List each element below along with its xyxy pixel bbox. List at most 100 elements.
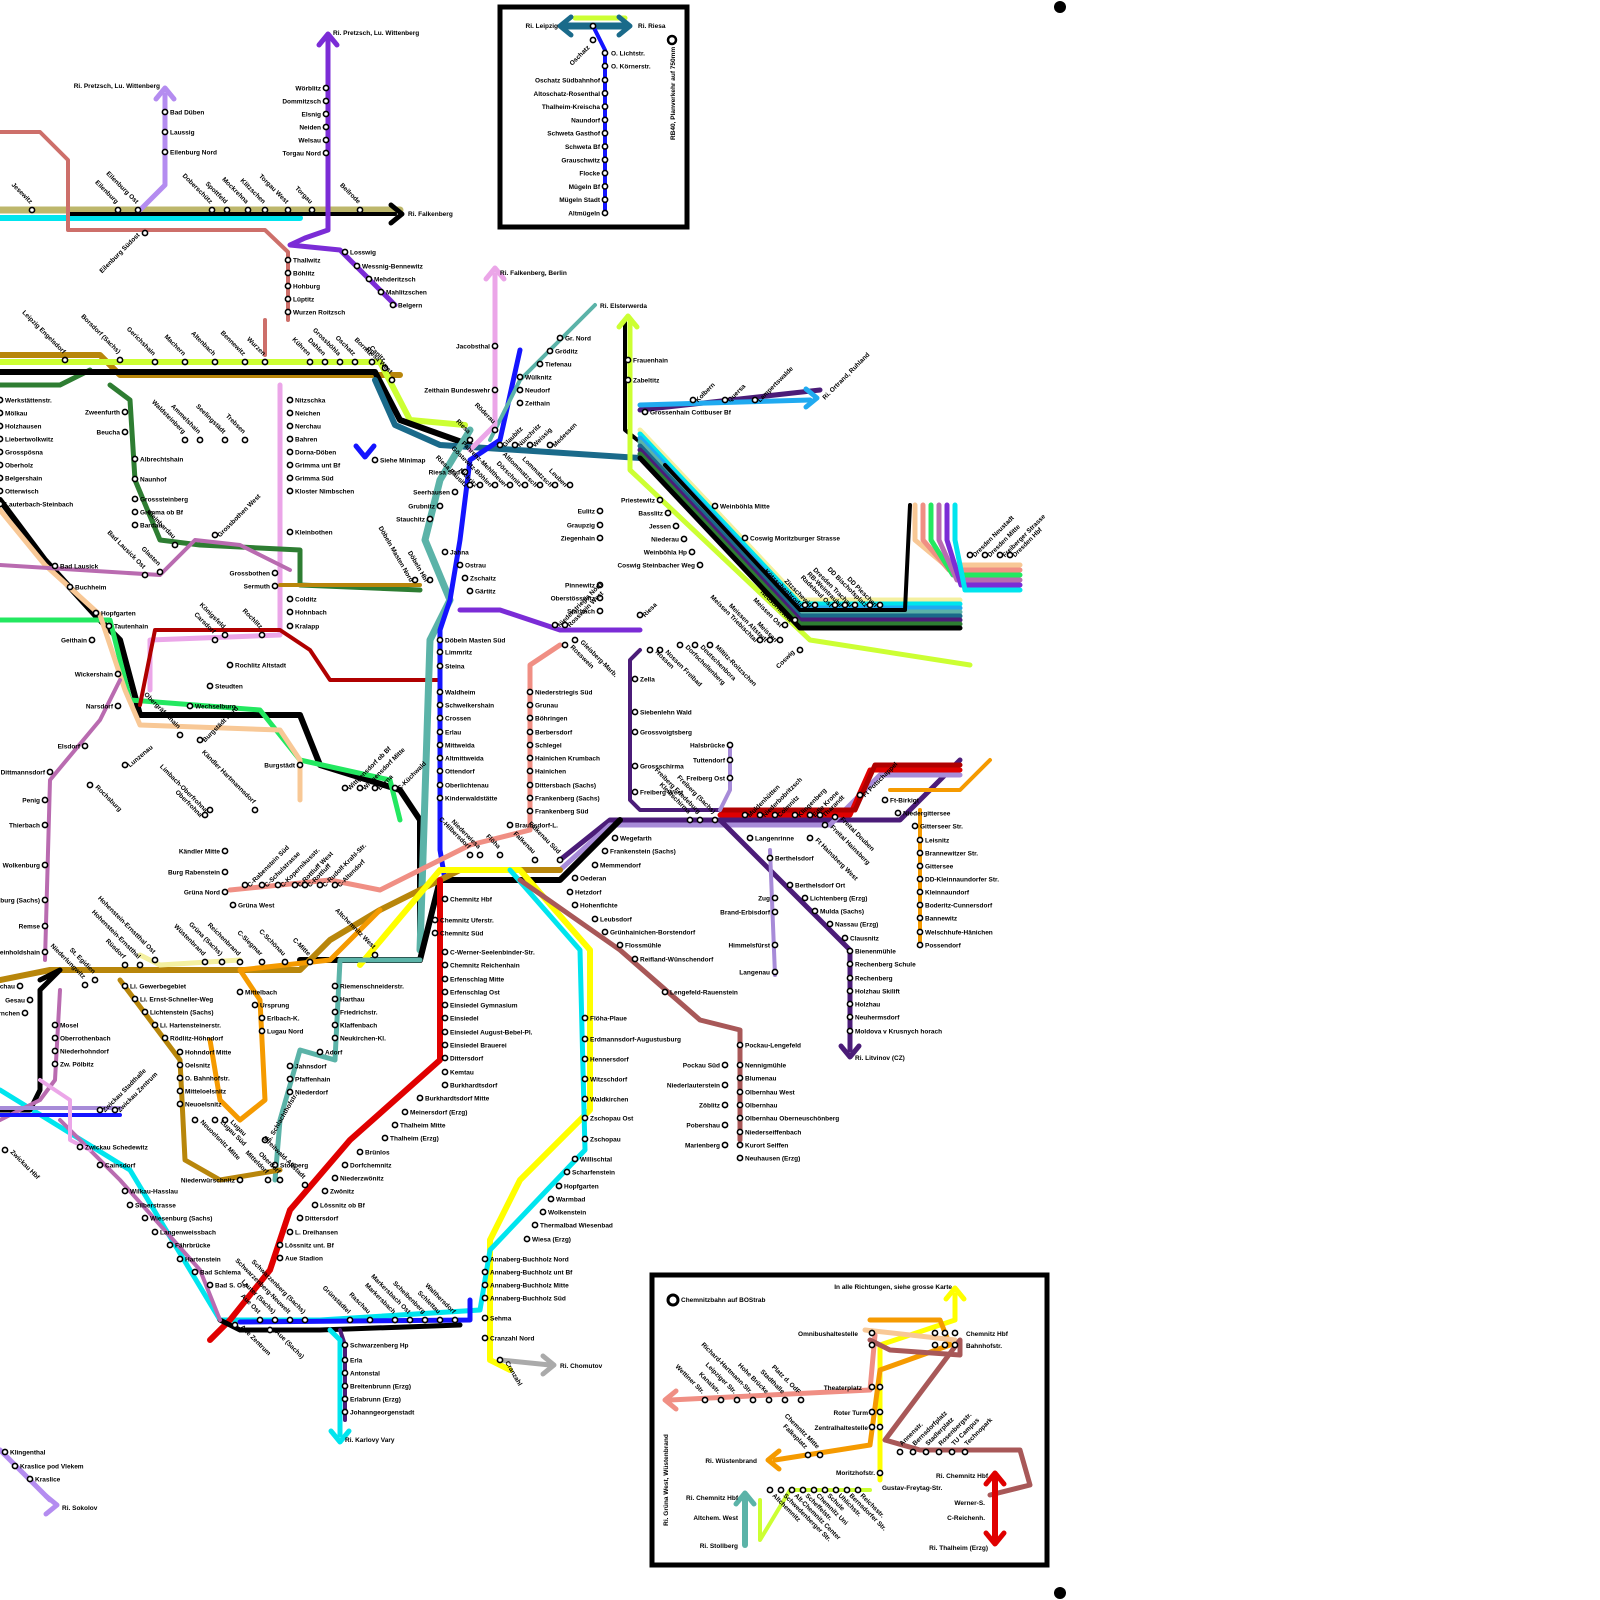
station-marker xyxy=(602,171,607,176)
line-lime-geithain xyxy=(0,620,400,820)
station-marker xyxy=(602,104,607,109)
station-marker xyxy=(697,817,702,822)
station-marker xyxy=(285,207,290,212)
station-marker xyxy=(42,949,47,954)
station-label: Aue Stadion xyxy=(285,1256,323,1263)
station-marker xyxy=(482,1335,487,1340)
station-marker xyxy=(152,957,157,962)
station-marker xyxy=(262,207,267,212)
station-marker xyxy=(337,359,342,364)
arrow-sokolov xyxy=(46,1496,57,1514)
station-label: Siehe Minimap xyxy=(380,458,426,465)
station-marker xyxy=(437,795,442,800)
station-label: Gärtitz xyxy=(475,589,496,596)
station-label: Welschhufe-Hänichen xyxy=(925,930,993,937)
station-marker xyxy=(287,475,292,480)
station-label: Kurort Seiffen xyxy=(745,1143,788,1150)
station-label: Burg Rabenstein xyxy=(168,870,220,877)
station-label: Bad Düben xyxy=(170,110,204,117)
station-marker xyxy=(252,1002,257,1007)
station-marker xyxy=(772,895,777,900)
station-label: Mitteloelsnitz xyxy=(185,1089,227,1096)
station-marker xyxy=(497,852,502,857)
station-marker xyxy=(237,989,242,994)
station-marker xyxy=(547,348,552,353)
station-label: Ostrau xyxy=(465,563,486,570)
station-marker xyxy=(122,1188,127,1193)
station-marker xyxy=(437,1317,442,1322)
station-label: Wiesenburg (Sachs) xyxy=(150,1216,212,1223)
station-label: Schwarzenberg Hp xyxy=(350,1343,409,1350)
station-marker xyxy=(697,562,702,567)
inset-chemnitz-label: Ri. Grüna West, Wüstenbrand xyxy=(663,1434,670,1526)
station-label: Ri. Falkenberg, Berlin xyxy=(500,270,567,277)
station-marker xyxy=(942,1342,947,1347)
station-label: Berbersdorf xyxy=(535,730,573,737)
station-marker xyxy=(602,91,607,96)
station-marker xyxy=(936,1449,941,1454)
station-marker xyxy=(317,1049,322,1054)
station-marker xyxy=(452,1317,457,1322)
line-lilac-eilenburg xyxy=(140,95,165,210)
station-label: Brand-Erbisdorf xyxy=(720,910,771,917)
station-marker xyxy=(432,930,437,935)
station-label: Ri. Litvinov (CZ) xyxy=(855,1055,905,1062)
station-marker xyxy=(582,1036,587,1041)
station-label: Mehderitzsch xyxy=(374,277,416,284)
station-marker xyxy=(962,1449,967,1454)
station-marker xyxy=(727,742,732,747)
station-marker xyxy=(772,942,777,947)
station-marker xyxy=(665,510,670,515)
station-label: Wolkenstein xyxy=(548,1210,586,1217)
station-marker xyxy=(482,1269,487,1274)
station-marker xyxy=(177,732,182,737)
station-marker xyxy=(527,702,532,707)
station-marker xyxy=(917,902,922,907)
station-label: Wiesa (Erzg) xyxy=(532,1237,571,1244)
station-label: Holzhau Skilift xyxy=(855,989,901,996)
station-label: Bad Schlema xyxy=(200,1270,241,1277)
station-marker xyxy=(52,1035,57,1040)
station-marker xyxy=(482,1295,487,1300)
station-marker xyxy=(115,671,120,676)
station-marker xyxy=(347,1317,352,1322)
station-marker xyxy=(869,1409,874,1414)
station-label: Tautenhain xyxy=(114,624,148,631)
station-marker xyxy=(482,1256,487,1261)
station-label: Erdmannsdorf-Augustusburg xyxy=(590,1037,681,1044)
station-label: Rechenberg Schule xyxy=(855,962,916,969)
station-marker xyxy=(437,637,442,642)
station-label: Limmritz xyxy=(445,650,473,657)
station-label: Burgstädt xyxy=(264,763,296,770)
station-marker xyxy=(232,1322,237,1327)
station-marker xyxy=(323,85,328,90)
station-label: Lengefeld-Rauenstein xyxy=(670,990,738,997)
station-marker xyxy=(322,359,327,364)
station-marker xyxy=(602,184,607,189)
station-label: Ri. Pretzsch, Lu. Wittenberg xyxy=(333,30,419,37)
station-marker xyxy=(737,1075,742,1080)
station-marker xyxy=(122,983,127,988)
station-label: Brünlos xyxy=(365,1150,390,1157)
station-marker xyxy=(437,742,442,747)
station-marker xyxy=(342,1383,347,1388)
station-marker xyxy=(177,1062,182,1067)
station-marker xyxy=(952,1342,957,1347)
station-marker xyxy=(532,857,537,862)
station-marker xyxy=(285,283,290,288)
station-marker xyxy=(592,862,597,867)
station-marker xyxy=(727,757,732,762)
station-label: Oelsnitz xyxy=(185,1063,211,1070)
station-label: Halsbrücke xyxy=(690,743,725,750)
station-marker xyxy=(132,509,137,514)
station-label: Oberrothenbach xyxy=(60,1036,111,1043)
station-label: rnchen xyxy=(0,1011,20,1018)
station-label: Eulitz xyxy=(578,509,596,516)
station-marker xyxy=(222,632,227,637)
station-label: Flossmühle xyxy=(625,943,662,950)
line-rose-north xyxy=(0,132,288,320)
inset-station-label: Mügeln Bf xyxy=(569,184,601,191)
station-marker xyxy=(702,1397,707,1402)
station-marker xyxy=(642,409,647,414)
station-marker xyxy=(135,207,140,212)
